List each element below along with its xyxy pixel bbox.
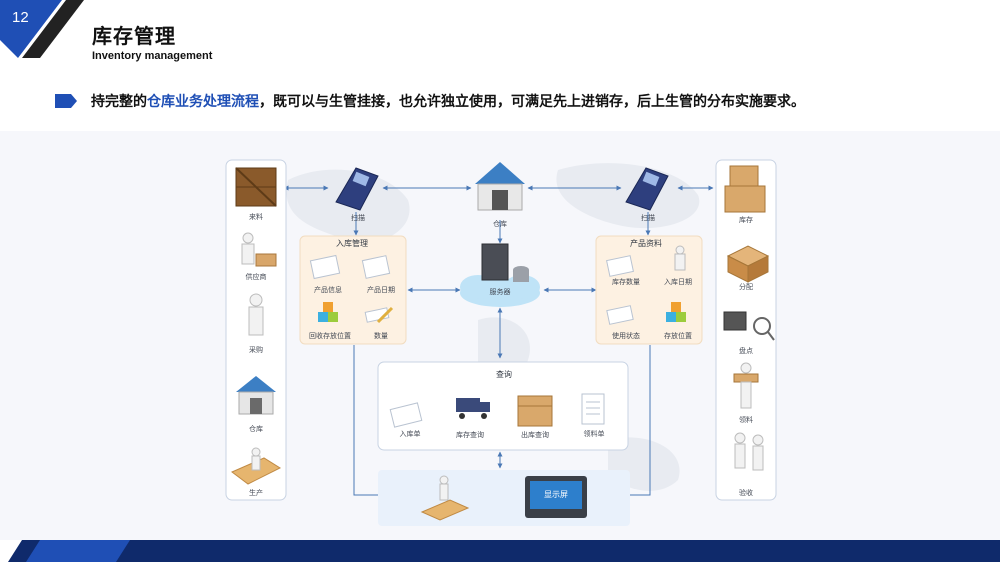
query-item-0: 入库单 [400, 429, 421, 438]
server-label: 服务器 [490, 287, 511, 296]
inventory-flow-diagram: 来料 供应商 采购 仓库 生产 库存 分配 盘点 [225, 159, 777, 526]
allocation-box-icon [726, 245, 770, 283]
summary-text: 持完整的仓库业务处理流程，既可以与生管挂接，也允许独立使用，可满足先上进销存，后… [91, 91, 805, 111]
inbound-date-person-icon [674, 245, 686, 271]
inbound-item-3: 数量 [374, 331, 388, 340]
left-label-3: 仓库 [249, 424, 263, 433]
product-panel: 产品资料 库存数量 入库日期 使用状态 存放位置 [595, 235, 703, 345]
picking-slip-icon [581, 393, 605, 425]
stock-quantity-doc-icon [606, 255, 634, 277]
central-warehouse-icon [475, 162, 525, 211]
summary-row: 持完整的仓库业务处理流程，既可以与生管挂接，也允许独立使用，可满足先上进销存，后… [55, 90, 805, 112]
summary-before: 持完整的 [91, 94, 147, 110]
query-panel: 查询 入库单 库存查询 出库查询 领料单 [377, 361, 629, 451]
stock-truck-icon [456, 398, 490, 419]
scanner-left-icon [335, 167, 379, 211]
page-badge-shape [0, 0, 84, 58]
inspection-person-icon [734, 432, 764, 471]
display-screen-icon: 显示屏 [525, 476, 587, 518]
central-warehouse-label: 仓库 [493, 219, 507, 228]
terminal-area: 显示屏 [378, 470, 630, 526]
stock-boxes-icon [724, 165, 766, 213]
quantity-pencil-icon [364, 306, 394, 324]
inbound-item-0: 产品信息 [314, 285, 342, 294]
product-item-1: 入库日期 [664, 277, 692, 286]
left-label-4: 生产 [249, 488, 263, 497]
outbound-box-icon [517, 395, 553, 427]
scanner-left-label: 扫描 [351, 213, 365, 222]
right-label-0: 库存 [739, 215, 753, 224]
server-cloud-icon [460, 243, 540, 307]
right-label-2: 盘点 [739, 346, 753, 355]
scanner-right-icon [625, 167, 669, 211]
product-info-doc-icon [309, 254, 341, 280]
inbound-item-2: 回收存放位置 [309, 331, 351, 340]
summary-after: ，既可以与生管挂接，也允许独立使用，可满足先上进销存，后上生管的分布实施要求。 [259, 94, 805, 110]
summary-highlight: 仓库业务处理流程 [147, 94, 259, 110]
product-item-0: 库存数量 [612, 277, 640, 286]
left-label-1: 供应商 [246, 272, 267, 281]
page-badge: 12 [0, 0, 90, 60]
usage-status-doc-icon [606, 305, 634, 325]
product-item-2: 使用状态 [612, 331, 640, 340]
product-title: 产品资料 [630, 238, 662, 248]
warehouse-small-icon [236, 376, 276, 415]
query-item-2: 出库查询 [521, 430, 549, 439]
page-number: 12 [12, 9, 29, 26]
production-icon [231, 447, 282, 485]
storage-blocks-icon [318, 302, 338, 322]
right-label-3: 领料 [739, 415, 753, 424]
calculator-magnifier-icon [723, 311, 775, 341]
right-label-1: 分配 [739, 282, 753, 291]
arrow-bullet-icon [55, 94, 77, 108]
scanner-right-label: 扫描 [641, 213, 655, 222]
inbound-panel: 入库管理 产品信息 产品日期 回收存放位置 数量 [299, 235, 407, 345]
crate-icon [235, 167, 277, 207]
right-label-4: 验收 [739, 488, 753, 497]
query-item-1: 库存查询 [456, 430, 484, 439]
page-subtitle: Inventory management [92, 50, 213, 62]
display-label: 显示屏 [544, 490, 568, 499]
location-blocks-icon [666, 302, 686, 322]
query-title: 查询 [496, 369, 512, 379]
product-date-doc-icon [361, 255, 391, 279]
picking-person-icon [733, 362, 759, 409]
query-item-3: 领料单 [584, 429, 605, 438]
inbound-title: 入库管理 [336, 238, 368, 248]
product-item-3: 存放位置 [664, 331, 692, 340]
operator-icon [420, 475, 470, 521]
inbound-slip-icon [389, 402, 423, 428]
supplier-icon [241, 232, 277, 267]
left-label-2: 采购 [249, 345, 263, 354]
connectors [283, 185, 714, 496]
footer-band [0, 540, 1000, 562]
buyer-icon [248, 293, 264, 336]
left-label-0: 来料 [249, 212, 263, 221]
page-title: 库存管理 [92, 24, 176, 48]
inbound-item-1: 产品日期 [367, 285, 395, 294]
